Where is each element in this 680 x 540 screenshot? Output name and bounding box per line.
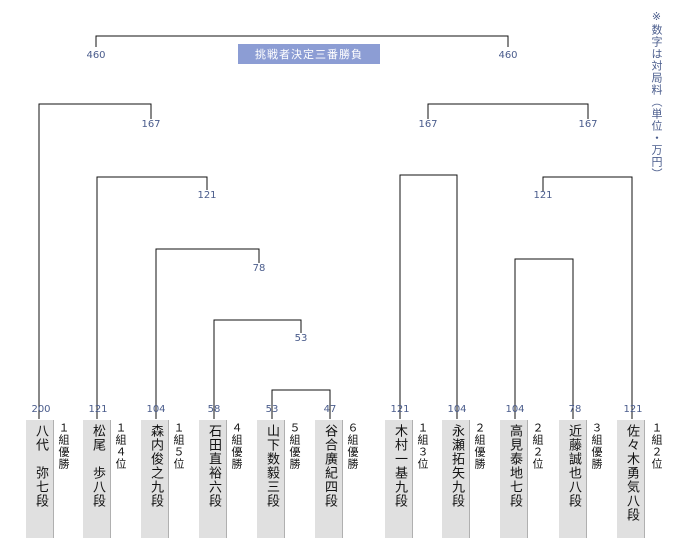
player-box: 木村一基九段 [385,420,413,538]
line-l2 [213,319,302,419]
player-qualification: １組３位 [416,422,429,470]
line-l1 [271,389,331,419]
player-amount: 121 [390,404,410,415]
player-box: 高見泰地七段 [500,420,528,538]
player-box: 谷合廣紀四段 [315,420,343,538]
player-box: 八代 弥七段 [26,420,54,538]
player-box: 松尾 歩八段 [83,420,111,538]
line-l5 [38,103,152,419]
player-box: 近藤誠也八段 [559,420,587,538]
player-name: 近藤誠也八段 [566,424,581,508]
player-name: 松尾 歩八段 [90,424,105,508]
player-qualification: ２組優勝 [473,422,486,470]
player-name: 高見泰地七段 [507,424,522,508]
line-r1 [514,258,574,419]
player-name: 石田直裕六段 [206,424,221,508]
player-box: 石田直裕六段 [199,420,227,538]
player-name: 森内俊之九段 [148,424,163,508]
player-name: 八代 弥七段 [33,424,48,508]
final-amount-left: 460 [86,50,106,61]
line-final [95,35,509,47]
match-amount-l3: 121 [197,190,217,201]
line-r4 [427,103,589,119]
player-amount: 200 [31,404,51,415]
player-qualification: １組優勝 [57,422,70,470]
title-box: 挑戦者決定三番勝負 [238,44,380,64]
player-box: 森内俊之九段 [141,420,169,538]
player-qualification: １組４位 [114,422,127,470]
match-amount-l2: 78 [252,263,266,274]
line-r3 [399,174,458,419]
player-box: 山下数毅三段 [257,420,285,538]
player-amount: 121 [623,404,643,415]
player-name: 谷合廣紀四段 [322,424,337,508]
player-name: 永瀬拓矢九段 [449,424,464,508]
player-box: 佐々木勇気八段 [617,420,645,538]
match-amount-r3: 167 [418,119,438,130]
player-qualification: １組５位 [172,422,185,470]
match-amount-r1: 121 [533,190,553,201]
player-amount: 104 [146,404,166,415]
match-amount-l1: 53 [294,333,308,344]
title-text: 挑戦者決定三番勝負 [255,48,363,61]
player-amount: 104 [505,404,525,415]
player-amount: 47 [323,404,337,415]
player-name: 山下数毅三段 [264,424,279,508]
player-qualification: １組２位 [650,422,663,470]
line-r2 [542,176,633,419]
player-amount: 121 [88,404,108,415]
player-name: 佐々木勇気八段 [624,424,639,522]
final-amount-right: 460 [498,50,518,61]
match-amount-l4: 167 [141,119,161,130]
player-box: 永瀬拓矢九段 [442,420,470,538]
line-l3 [155,248,260,419]
match-amount-r2: 167 [578,119,598,130]
player-name: 木村一基九段 [392,424,407,508]
player-qualification: ５組優勝 [288,422,301,470]
player-qualification: ６組優勝 [346,422,359,470]
player-amount: 58 [207,404,221,415]
player-amount: 104 [447,404,467,415]
player-qualification: ３組優勝 [590,422,603,470]
player-qualification: ２組２位 [531,422,544,470]
player-amount: 53 [265,404,279,415]
note-text: ※数字は対局料（単位・万円） [650,10,663,180]
player-amount: 78 [568,404,582,415]
player-qualification: ４組優勝 [230,422,243,470]
line-l4 [96,176,208,419]
